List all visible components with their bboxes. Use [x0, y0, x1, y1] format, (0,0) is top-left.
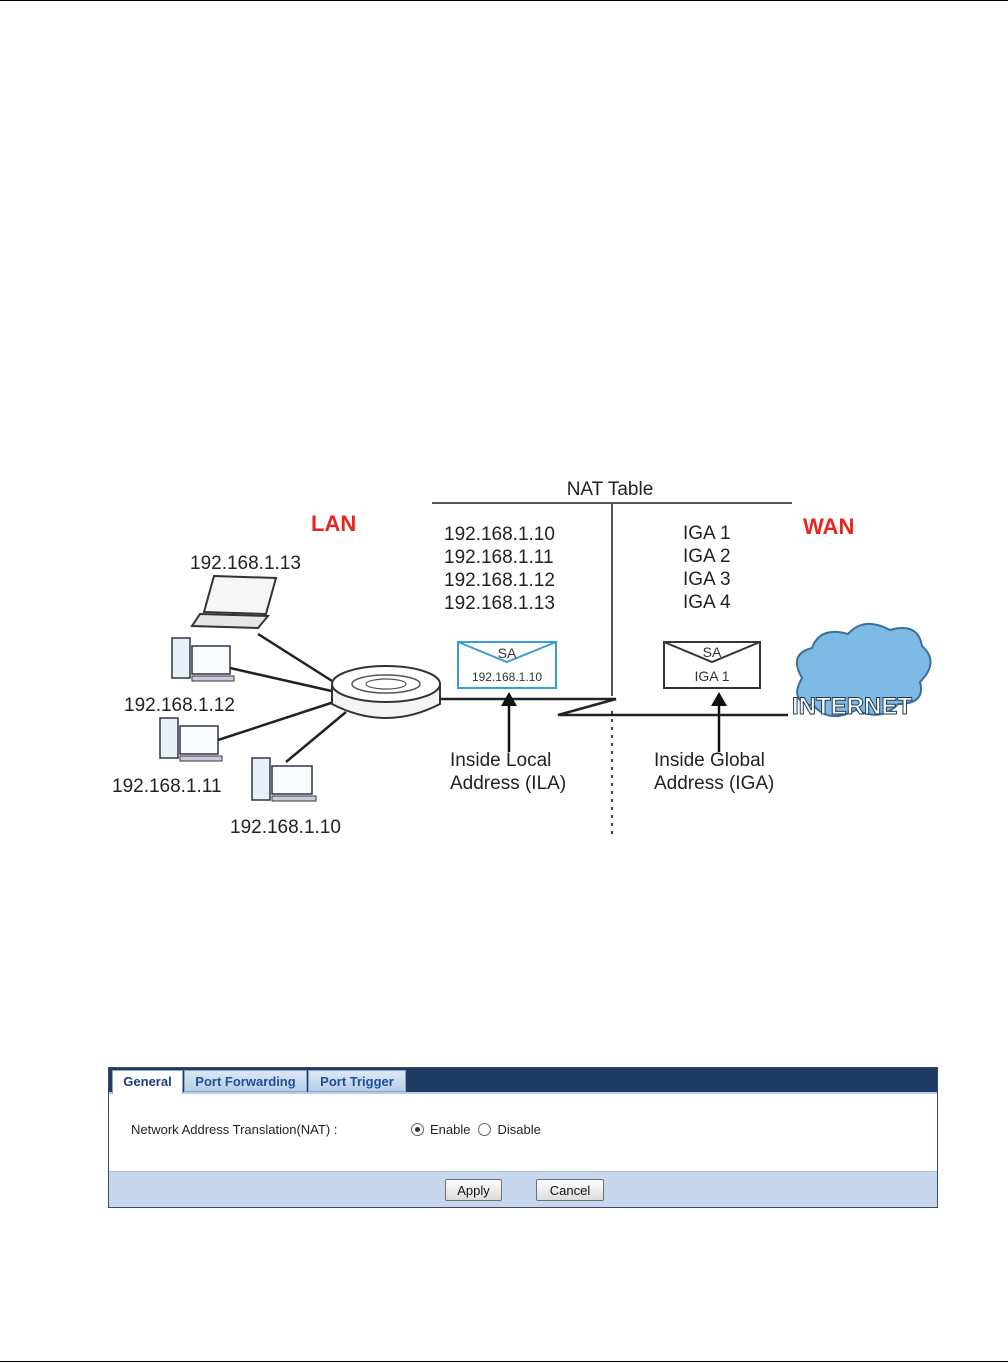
disable-radio[interactable]: [478, 1123, 492, 1136]
tab-port-forwarding[interactable]: Port Forwarding: [184, 1070, 307, 1092]
desktop-icon: [159, 717, 223, 762]
nat-field-label: Network Address Translation(NAT) :: [131, 1122, 338, 1137]
cloud-icon: [795, 623, 932, 717]
laptop-icon: [190, 574, 278, 630]
host-label-pc-mid: 192.168.1.11: [112, 776, 222, 797]
host-label-pc-bottom: 192.168.1.10: [230, 817, 341, 838]
nat-local-2: 192.168.1.11: [444, 547, 554, 568]
nat-settings-panel: General Port Forwarding Port Trigger Net…: [108, 1067, 938, 1208]
arrow-up-icon: [501, 692, 517, 752]
tab-port-trigger[interactable]: Port Trigger: [308, 1070, 406, 1092]
iga-label-line2: Address (IGA): [654, 773, 774, 794]
wan-label: WAN: [803, 514, 854, 539]
tab-bar: General Port Forwarding Port Trigger: [109, 1068, 937, 1094]
cable-pc-mid: [217, 700, 335, 742]
button-bar: Apply Cancel: [109, 1171, 937, 1207]
cable-pc-bottom: [285, 711, 347, 763]
apply-button[interactable]: Apply: [445, 1179, 502, 1201]
desktop-icon: [251, 757, 317, 802]
internet-label: INTERNET: [792, 693, 912, 720]
bottom-rule: [0, 1361, 1008, 1362]
lan-label: LAN: [311, 511, 356, 536]
nat-local-3: 192.168.1.12: [444, 570, 555, 591]
nat-global-4: IGA 4: [683, 592, 731, 613]
router-icon: [331, 665, 441, 719]
nat-global-2: IGA 2: [683, 546, 731, 567]
packet-envelope-icon: [457, 641, 557, 689]
nat-diagram: NAT Table LAN WAN 192.168.1.10 192.168.1…: [112, 479, 932, 838]
nat-global-3: IGA 3: [683, 569, 731, 590]
cancel-button[interactable]: Cancel: [536, 1179, 604, 1201]
packet-right-header: SA: [703, 644, 722, 660]
nat-local-1: 192.168.1.10: [444, 524, 555, 545]
disable-radio-label[interactable]: Disable: [497, 1122, 541, 1137]
top-rule: [0, 0, 1008, 1]
enable-radio[interactable]: [411, 1123, 424, 1136]
desktop-icon: [171, 637, 235, 682]
wan-link: [438, 697, 788, 717]
packet-right-value: IGA 1: [694, 668, 729, 684]
arrow-up-icon: [711, 692, 727, 752]
cable-laptop: [257, 632, 341, 688]
nat-global-1: IGA 1: [683, 523, 731, 544]
host-label-laptop: 192.168.1.13: [190, 553, 301, 574]
packet-left-value: 192.168.1.10: [472, 670, 542, 684]
host-label-pc-top: 192.168.1.12: [124, 695, 235, 716]
packet-envelope-icon: [663, 641, 761, 689]
nat-table-title: NAT Table: [567, 479, 654, 500]
ila-label-line2: Address (ILA): [450, 773, 566, 794]
ila-label-line1: Inside Local: [450, 750, 551, 771]
nat-local-4: 192.168.1.13: [444, 593, 555, 614]
enable-radio-label[interactable]: Enable: [430, 1122, 471, 1137]
cable-pc-top: [229, 666, 337, 694]
iga-label-line1: Inside Global: [654, 750, 765, 771]
packet-left-header: SA: [498, 645, 517, 661]
tab-general[interactable]: General: [112, 1070, 183, 1094]
nat-radio-group: Enable Disable: [411, 1122, 549, 1137]
